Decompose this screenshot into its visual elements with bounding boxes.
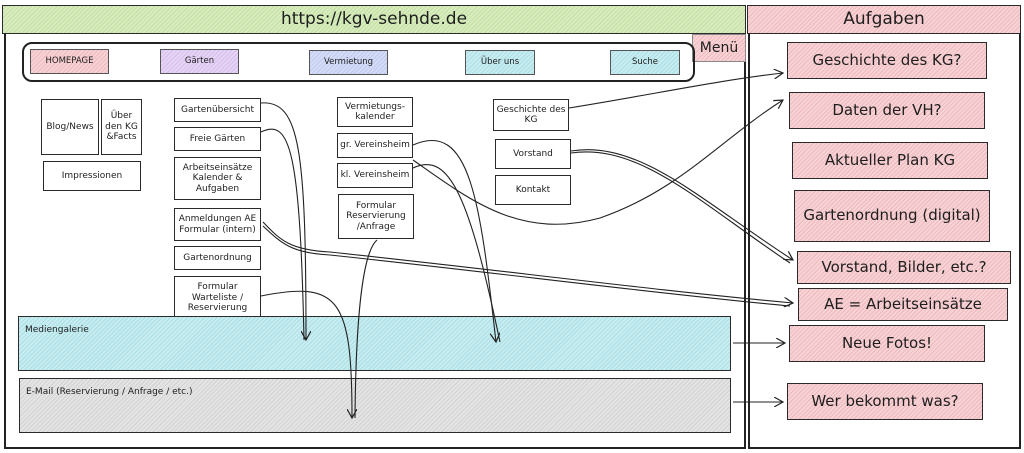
section-email[interactable]: E-Mail (Reservierung / Anfrage / etc.)	[19, 378, 731, 433]
nav-suche[interactable]: Suche	[610, 50, 680, 75]
nav-bar	[22, 42, 695, 82]
item-formular-reservierung[interactable]: Formular Reservierung /Anfrage	[338, 194, 414, 239]
section-mediengalerie[interactable]: Mediengalerie	[18, 316, 731, 371]
item-freie-gaerten[interactable]: Freie Gärten	[174, 127, 261, 151]
item-formular-warteliste[interactable]: Formular Warteliste / Reservierung	[174, 276, 261, 320]
item-impressionen[interactable]: Impressionen	[43, 161, 141, 191]
item-kl-vereinsheim[interactable]: kl. Vereinsheim	[337, 163, 413, 188]
nav-vermietung[interactable]: Vermietung	[309, 50, 388, 75]
task-neue-fotos[interactable]: Neue Fotos!	[789, 325, 985, 362]
task-gartenordnung[interactable]: Gartenordnung (digital)	[794, 190, 990, 242]
item-geschichte-des-kg[interactable]: Geschichte des KG	[493, 99, 569, 131]
item-ueber-den-kg[interactable]: Über den KG &Facts	[101, 99, 142, 155]
item-vermietungskalender[interactable]: Vermietungs-kalender	[337, 97, 413, 127]
tasks-header: Aufgaben	[747, 5, 1021, 34]
item-anmeldungen-ae[interactable]: Anmeldungen AE Formular (intern)	[174, 208, 261, 241]
item-blog-news[interactable]: Blog/News	[41, 99, 99, 155]
item-gartenordnung[interactable]: Gartenordnung	[174, 246, 261, 270]
menu-tag: Menü	[692, 34, 746, 62]
item-vorstand[interactable]: Vorstand	[495, 139, 571, 169]
task-aktueller-plan[interactable]: Aktueller Plan KG	[792, 142, 988, 179]
task-wer-bekommt-was[interactable]: Wer bekommt was?	[787, 383, 983, 420]
nav-homepage[interactable]: HOMEPAGE	[30, 49, 109, 74]
item-gr-vereinsheim[interactable]: gr. Vereinsheim	[337, 133, 413, 158]
task-geschichte[interactable]: Geschichte des KG?	[787, 42, 987, 79]
nav-ueber-uns[interactable]: Über uns	[465, 50, 535, 75]
task-ae[interactable]: AE = Arbeitseinsätze	[798, 288, 1008, 321]
item-kontakt[interactable]: Kontakt	[495, 175, 571, 205]
url-header: https://kgv-sehnde.de	[2, 5, 746, 34]
item-gartenuebersicht[interactable]: Gartenübersicht	[174, 98, 261, 122]
item-arbeitseinsaetze[interactable]: Arbeitseinsätze Kalender & Aufgaben	[174, 157, 261, 200]
nav-gaerten[interactable]: Gärten	[160, 49, 239, 74]
task-vorstand-bilder[interactable]: Vorstand, Bilder, etc.?	[797, 251, 1011, 284]
task-daten-vh[interactable]: Daten der VH?	[789, 92, 985, 129]
